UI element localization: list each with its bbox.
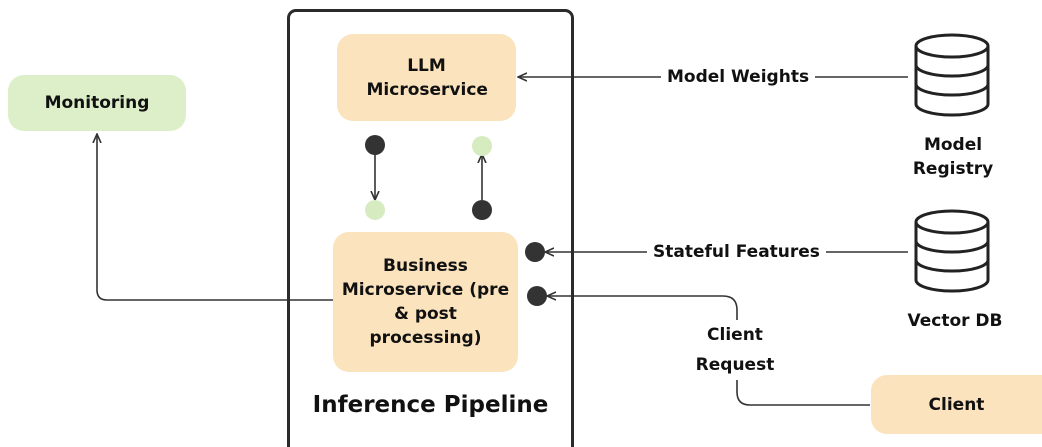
business-microservice-label: Business Microservice (pre & post proces… [341,256,510,348]
business-input-port [365,200,385,220]
client-label: Client [928,394,985,415]
model-registry-label: Model Registry [912,135,994,179]
llm-input-port [472,136,492,156]
llm-output-port [365,135,385,155]
business-microservice-box: Business Microservice (pre & post proces… [333,232,518,372]
database-icon [914,209,990,293]
vector-db-label: Vector DB [907,311,1003,331]
llm-microservice-box: LLM Microservice [337,34,516,121]
model-weights-label: Model Weights [661,66,816,88]
inference-pipeline-frame [287,9,574,447]
monitoring-connector [97,134,333,301]
database-icon [914,33,990,117]
client-box: Client [871,375,1042,434]
client-request-label: Client Request [690,320,780,380]
request-port [527,286,547,306]
monitoring-label: Monitoring [44,93,150,113]
business-output-port [472,200,492,220]
stateful-features-label: Stateful Features [647,241,826,263]
pipeline-title: Inference Pipeline [312,392,549,418]
features-port [525,242,545,262]
llm-microservice-label: LLM Microservice [366,55,488,100]
monitoring-box: Monitoring [8,75,186,131]
